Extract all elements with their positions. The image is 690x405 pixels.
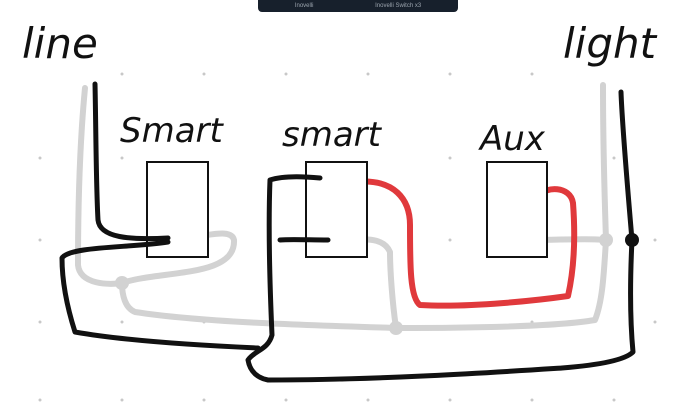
line-label: line — [22, 19, 98, 68]
switch2-label: smart — [282, 115, 383, 155]
app-title-bar: Inovelli Inovelli Switch x3 — [258, 0, 458, 12]
light-label: light — [563, 19, 658, 68]
neutral-wires — [75, 82, 609, 331]
neutral-junctions — [115, 233, 613, 335]
device-name: Inovelli Switch x3 — [375, 3, 422, 9]
switch3-label: Aux — [478, 119, 546, 159]
switch-3-box — [486, 161, 548, 258]
hot-junction — [625, 233, 639, 247]
grid-dots — [38, 72, 657, 402]
switch1-label: Smart — [120, 111, 225, 151]
hot-wires — [59, 81, 636, 383]
app-name: Inovelli — [294, 3, 314, 9]
